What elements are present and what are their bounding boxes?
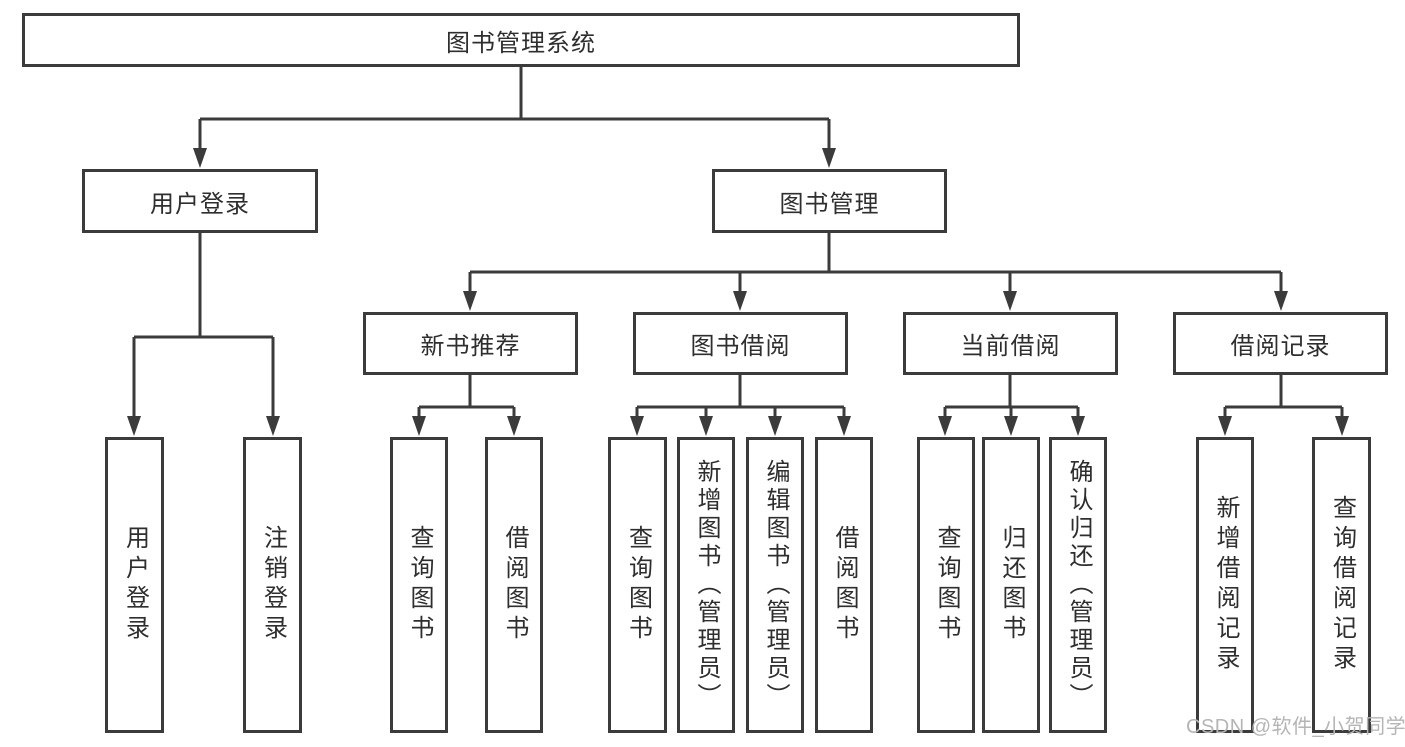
- node-label: 借阅图书: [501, 525, 528, 645]
- node-label: 图书管理: [779, 190, 880, 218]
- node-label: 确认归还（管理员）: [1065, 459, 1092, 711]
- node-new-book-recommend: 新书推荐: [363, 312, 578, 375]
- node-label: 新增图书（管理员）: [693, 459, 720, 711]
- node-label: 用户登录: [121, 525, 149, 645]
- node-root: 图书管理系统: [22, 13, 1020, 67]
- connector-paths: [132, 67, 1344, 418]
- node-label: 查询图书: [406, 525, 433, 645]
- node-label: 查询图书: [933, 525, 960, 645]
- node-current-borrowing: 当前借阅: [903, 312, 1118, 375]
- node-cb-return-books: 归还图书: [982, 437, 1040, 733]
- node-label: 编辑图书（管理员）: [762, 459, 789, 711]
- node-label: 用户登录: [150, 190, 250, 218]
- node-logout-action: 注销登录: [243, 437, 302, 733]
- node-label: 查询借阅记录: [1328, 495, 1356, 675]
- node-label: 归还图书: [998, 525, 1025, 645]
- node-label: 查询图书: [624, 525, 652, 645]
- node-bb-add-books-admin: 新增图书（管理员）: [677, 437, 735, 733]
- node-label: 新书推荐: [420, 333, 521, 360]
- node-label: 新增借阅记录: [1212, 495, 1239, 675]
- node-label: 注销登录: [259, 525, 287, 645]
- node-borrow-records: 借阅记录: [1173, 312, 1388, 375]
- node-cb-confirm-return-admin: 确认归还（管理员）: [1049, 437, 1107, 733]
- node-label: 借阅图书: [831, 525, 858, 645]
- node-book-borrowing: 图书借阅: [633, 312, 848, 375]
- watermark: CSDN @软件_小贺同学: [1186, 716, 1405, 738]
- node-cb-query-books: 查询图书: [917, 437, 975, 733]
- node-nb-borrow-books: 借阅图书: [485, 437, 543, 733]
- node-label: 图书管理系统: [446, 29, 596, 57]
- node-bb-borrow-books: 借阅图书: [815, 437, 873, 733]
- node-user-login: 用户登录: [82, 169, 318, 233]
- node-nb-query-books: 查询图书: [390, 437, 448, 733]
- node-label: 当前借阅: [960, 333, 1061, 360]
- node-label: 图书借阅: [690, 333, 791, 360]
- node-br-add-record: 新增借阅记录: [1196, 437, 1254, 733]
- node-bb-query-books: 查询图书: [608, 437, 667, 733]
- node-book-management: 图书管理: [712, 169, 947, 233]
- arrowheads: [127, 148, 1349, 436]
- node-br-query-record: 查询借阅记录: [1312, 437, 1371, 733]
- node-label: 借阅记录: [1230, 333, 1331, 360]
- node-bb-edit-books-admin: 编辑图书（管理员）: [746, 437, 804, 733]
- node-user-login-action: 用户登录: [105, 437, 164, 733]
